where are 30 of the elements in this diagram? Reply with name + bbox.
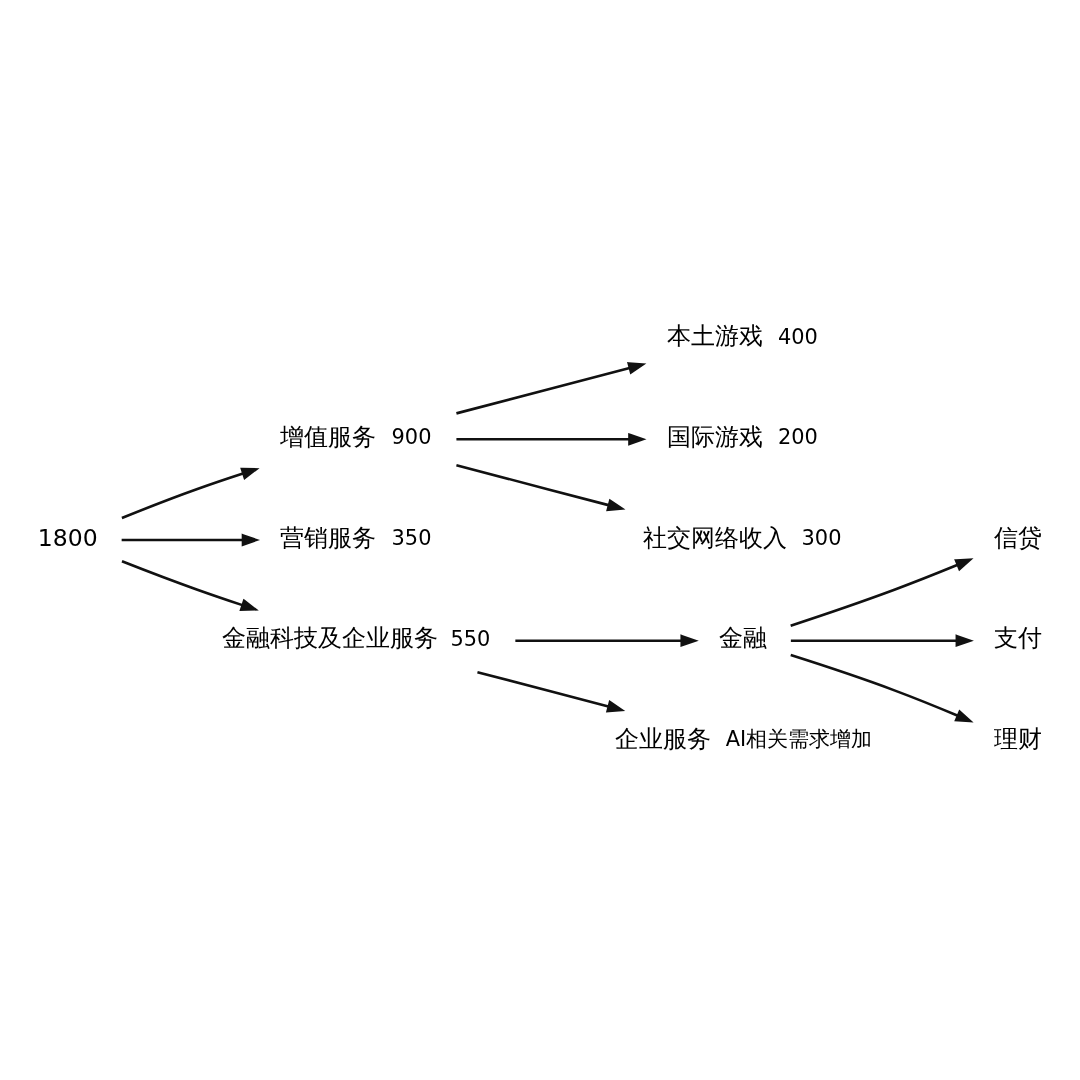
node-label: 200: [778, 425, 818, 450]
arrow: [121, 467, 260, 520]
arrow: [790, 558, 974, 627]
node-text: 1800: [37, 523, 98, 552]
node-label: AI相关需求增加: [725, 727, 873, 752]
arrow: [477, 670, 626, 713]
node-text: 营销服务: [280, 523, 377, 552]
arrow: [456, 463, 626, 512]
node-label: 400: [778, 324, 818, 349]
node-label: 900: [391, 425, 432, 450]
arrow: [121, 533, 261, 547]
node-text: 金融科技及企业服务: [221, 624, 438, 653]
arrow: [790, 634, 974, 648]
node-label: 350: [391, 525, 432, 550]
node-text: 本土游戏: [666, 322, 763, 351]
node-text: 信贷: [994, 523, 1043, 552]
node-text: 理财: [994, 725, 1043, 754]
node-text: 金融: [719, 624, 768, 653]
arrow: [121, 560, 259, 611]
arrow: [456, 362, 647, 415]
arrow: [456, 432, 647, 446]
arrow: [790, 653, 974, 723]
node-text: 社交网络收入: [643, 523, 788, 552]
arrow: [515, 634, 699, 648]
node-text: 企业服务: [614, 725, 711, 754]
node-label: 300: [801, 525, 842, 550]
node-label: 550: [450, 626, 491, 651]
node-text: 支付: [994, 624, 1043, 653]
node-text: 国际游戏: [666, 423, 763, 452]
node-text: 增值服务: [280, 423, 377, 452]
